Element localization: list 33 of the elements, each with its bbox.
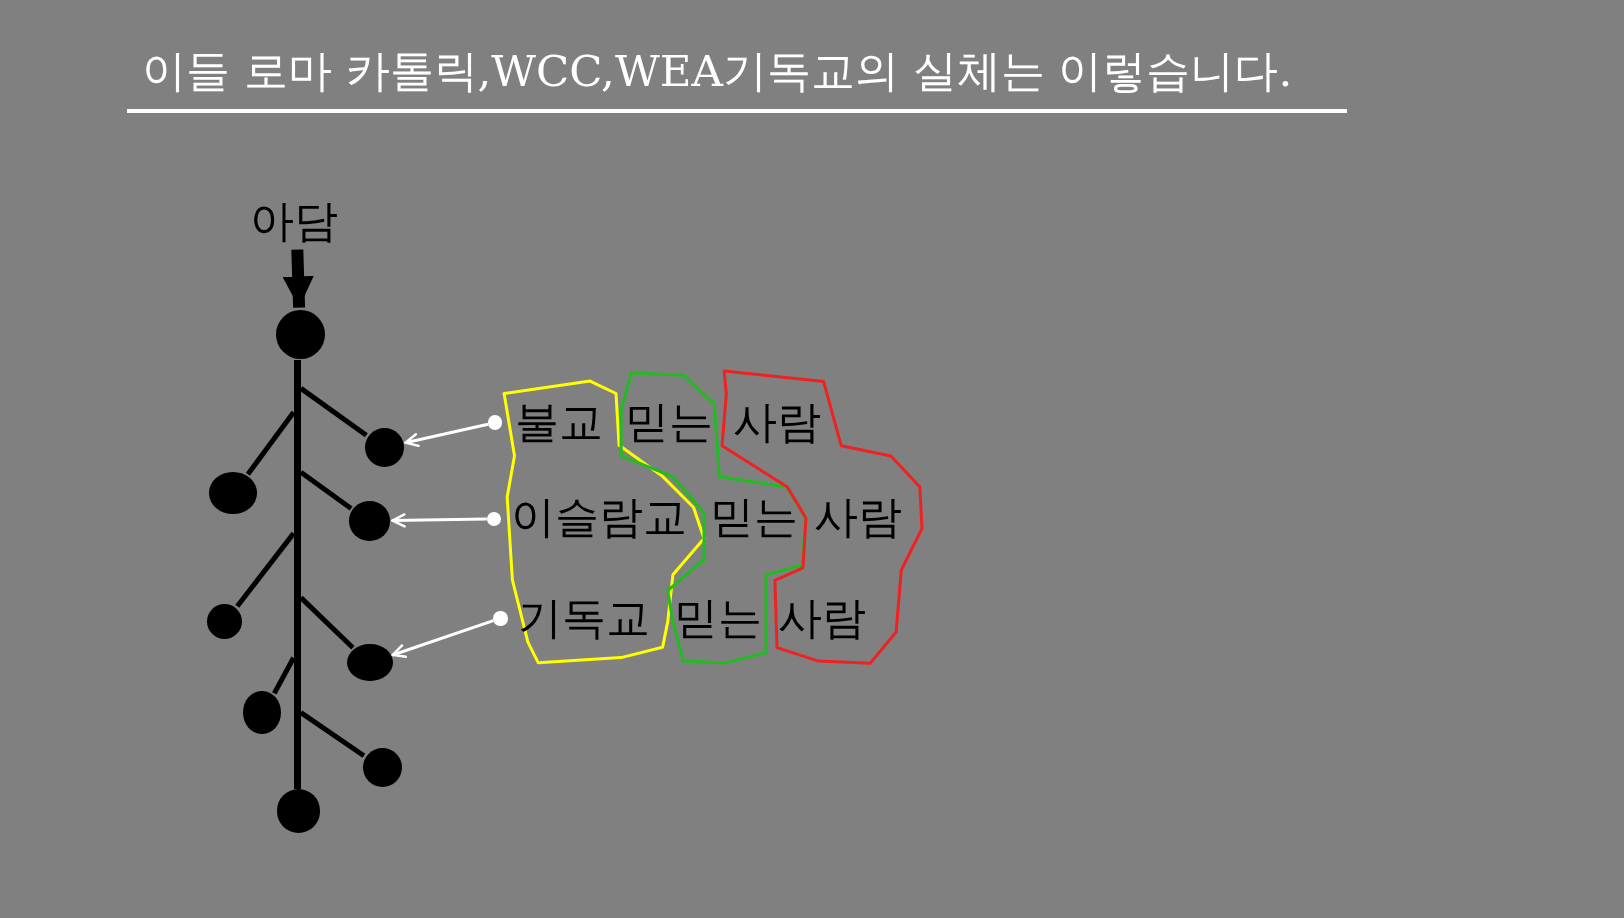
bullet-dot bbox=[486, 511, 502, 527]
branch-dot bbox=[349, 501, 391, 541]
arrow bbox=[282, 249, 314, 308]
arrow bbox=[391, 619, 494, 658]
bullet-dot bbox=[487, 415, 503, 430]
title: 이들 로마 카톨릭,WCC,WEA기독교의 실체는 이렇습니다. bbox=[141, 49, 1293, 94]
branch-dot bbox=[207, 603, 243, 639]
node-text: 불교 bbox=[514, 400, 603, 445]
node-text: 믿는 bbox=[710, 496, 799, 540]
node-text: 기독교 bbox=[517, 596, 650, 641]
branch-line bbox=[299, 595, 355, 650]
end-dot bbox=[276, 789, 321, 833]
branch-dot bbox=[362, 747, 402, 788]
branch-dot bbox=[243, 690, 281, 735]
branch-line bbox=[245, 410, 296, 476]
node-text: 믿는 bbox=[674, 596, 763, 641]
node-text: 이슬람교 bbox=[510, 496, 687, 540]
arrow bbox=[391, 513, 487, 528]
branch-dot bbox=[209, 472, 257, 514]
node-text: 사람 bbox=[733, 400, 822, 445]
node-text: 사람 bbox=[777, 596, 866, 641]
branch-line bbox=[272, 656, 296, 695]
node-text: 사람 bbox=[814, 496, 903, 540]
bullet-dot bbox=[493, 611, 508, 626]
branch-line bbox=[299, 470, 353, 511]
branch-line bbox=[299, 386, 368, 438]
branch-dot bbox=[346, 644, 393, 682]
branch-dot bbox=[364, 427, 404, 468]
arrow bbox=[404, 422, 489, 448]
node-label: 아담 bbox=[249, 199, 338, 244]
node-text: 믿는 bbox=[624, 400, 713, 445]
branch-line bbox=[299, 710, 366, 758]
branch-line bbox=[235, 531, 296, 608]
